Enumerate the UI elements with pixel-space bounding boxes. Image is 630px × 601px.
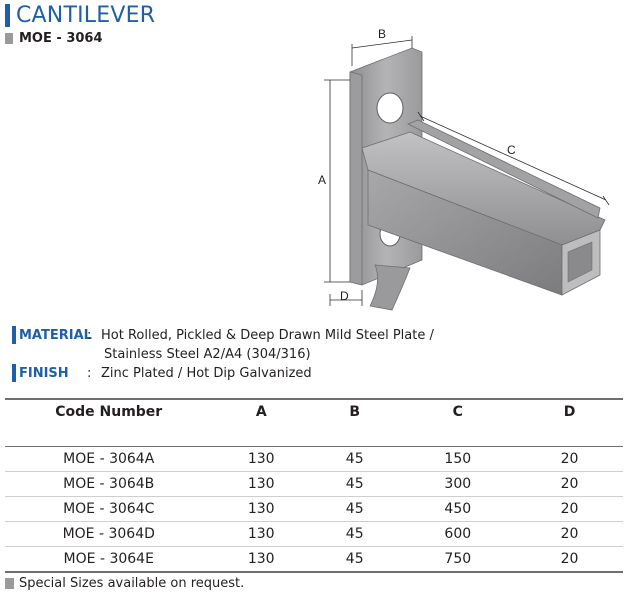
- cantilever-drawing: B A D C: [318, 27, 610, 311]
- title-row: CANTILEVER: [5, 2, 156, 28]
- hook: [369, 264, 411, 311]
- table-header-row: Code Number A B C D: [5, 398, 623, 447]
- cell-code: MOE - 3064C: [5, 496, 213, 522]
- cell-b: 45: [310, 546, 400, 573]
- cell-code: MOE - 3064D: [5, 521, 213, 547]
- cell-d: 20: [516, 496, 623, 522]
- material-value-line1: Hot Rolled, Pickled & Deep Drawn Mild St…: [101, 328, 434, 343]
- specifications: MATERIAL : Hot Rolled, Pickled & Deep Dr…: [12, 326, 434, 383]
- cell-b: 45: [310, 496, 400, 522]
- table-row: MOE - 3064E 130 45 750 20: [5, 546, 623, 573]
- cell-a: 130: [212, 496, 310, 522]
- table-row: MOE - 3064D 130 45 600 20: [5, 521, 623, 547]
- cell-a: 130: [212, 446, 310, 472]
- cell-c: 600: [399, 521, 517, 547]
- material-label: MATERIAL: [19, 328, 92, 343]
- material-colon: :: [87, 328, 92, 343]
- dim-label-b: B: [378, 27, 386, 41]
- header-b: B: [310, 398, 400, 447]
- cell-c: 750: [399, 546, 517, 573]
- header-code-number: Code Number: [5, 398, 213, 447]
- cell-code: MOE - 3064E: [5, 546, 213, 573]
- header-c: C: [399, 398, 517, 447]
- note-text: Special Sizes available on request.: [19, 576, 245, 591]
- title-accent-bar: [5, 3, 10, 27]
- cell-d: 20: [516, 446, 623, 472]
- table-row: MOE - 3064A 130 45 150 20: [5, 446, 623, 472]
- cell-b: 45: [310, 471, 400, 497]
- footnote: Special Sizes available on request.: [5, 576, 244, 591]
- cell-d: 20: [516, 546, 623, 573]
- cell-a: 130: [212, 471, 310, 497]
- cell-a: 130: [212, 521, 310, 547]
- dimension-table: Code Number A B C D MOE - 3064A 130 45 1…: [5, 398, 623, 573]
- cell-a: 130: [212, 546, 310, 573]
- cell-d: 20: [516, 521, 623, 547]
- finish-accent-bar: [12, 364, 16, 382]
- note-marker: [5, 578, 14, 589]
- cell-b: 45: [310, 521, 400, 547]
- material-value-line2: Stainless Steel A2/A4 (304/316): [104, 347, 311, 362]
- header-a: A: [212, 398, 310, 447]
- cell-d: 20: [516, 471, 623, 497]
- table-row: MOE - 3064C 130 45 450 20: [5, 496, 623, 522]
- code-marker: [5, 32, 13, 44]
- table-row: MOE - 3064B 130 45 300 20: [5, 471, 623, 497]
- cell-c: 150: [399, 446, 517, 472]
- cell-c: 450: [399, 496, 517, 522]
- dim-label-a: A: [318, 173, 326, 187]
- material-row: MATERIAL : Hot Rolled, Pickled & Deep Dr…: [12, 326, 434, 345]
- dimension-lines: [324, 36, 610, 306]
- cell-code: MOE - 3064B: [5, 471, 213, 497]
- material-accent-bar: [12, 326, 16, 344]
- material-row-2: Stainless Steel A2/A4 (304/316): [12, 345, 434, 364]
- cell-code: MOE - 3064A: [5, 446, 213, 472]
- finish-row: FINISH : Zinc Plated / Hot Dip Galvanize…: [12, 364, 434, 383]
- header-d: D: [516, 398, 623, 447]
- cell-c: 300: [399, 471, 517, 497]
- finish-colon: :: [87, 366, 92, 381]
- product-code: MOE - 3064: [19, 30, 103, 46]
- cell-b: 45: [310, 446, 400, 472]
- page-title: CANTILEVER: [16, 2, 156, 28]
- product-code-row: MOE - 3064: [5, 30, 103, 46]
- dim-label-c: C: [507, 143, 516, 157]
- finish-label: FINISH: [19, 366, 69, 381]
- dim-label-d: D: [340, 289, 349, 303]
- finish-value: Zinc Plated / Hot Dip Galvanized: [101, 366, 312, 381]
- channel-arm: [361, 119, 606, 296]
